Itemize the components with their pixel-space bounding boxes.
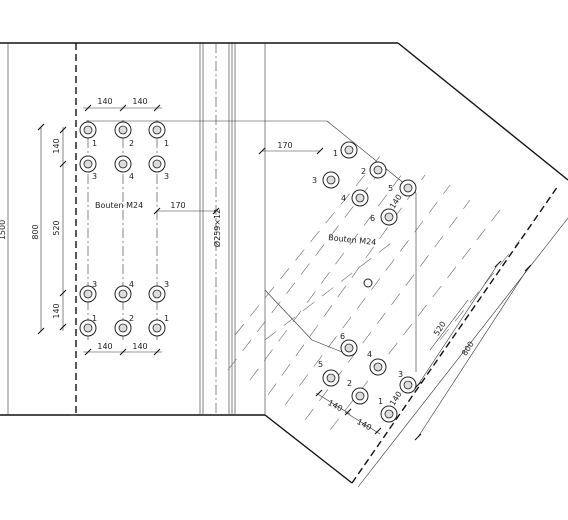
bolt <box>114 319 132 337</box>
bolt-number: 1 <box>333 149 338 158</box>
left-dim-140-bottom: 140 <box>52 303 61 318</box>
bolt-number: 5 <box>318 360 323 369</box>
bolt-number: 1 <box>92 314 97 323</box>
bottom-dim-1: 140 <box>97 342 112 351</box>
top-dim-1: 140 <box>97 97 112 106</box>
bolt-number: 3 <box>164 172 169 181</box>
right-dim-800: 800 <box>460 340 476 358</box>
gusset-plate <box>86 120 568 488</box>
bolt <box>340 339 358 357</box>
gusset-offset-value: 170 <box>277 141 292 150</box>
bolt-number: 5 <box>388 184 393 193</box>
bolt-number: 4 <box>367 350 372 359</box>
bottom-dim-2: 140 <box>132 342 147 351</box>
column-offset-dim: 170 <box>153 201 220 215</box>
bolt-number: 2 <box>129 314 134 323</box>
bolt <box>79 285 97 303</box>
right-lower-dim-1: 140 <box>326 398 344 413</box>
gusset-hatch <box>227 149 521 431</box>
bolt-number: 3 <box>92 280 97 289</box>
left-bolt-group: 1 2 1 3 4 3 3 4 3 1 2 1 <box>79 121 169 337</box>
bolt <box>399 179 417 197</box>
gusset-offset-dim: 170 <box>258 141 324 155</box>
bolt-number: 6 <box>340 332 345 341</box>
bolt <box>114 121 132 139</box>
bolt <box>79 319 97 337</box>
bolt-number: 3 <box>164 280 169 289</box>
right-bottom-bolt-group: 6 4 5 2 3 1 <box>318 332 417 423</box>
left-dim-140-top: 140 <box>52 138 61 153</box>
left-plate-centerlines <box>87 120 158 340</box>
bolt <box>351 189 369 207</box>
bolt-number: 1 <box>164 314 169 323</box>
column-tube <box>199 43 266 415</box>
bolt-number: 1 <box>378 397 383 406</box>
bolt <box>322 171 340 189</box>
bolt-number: 2 <box>361 167 366 176</box>
top-dim-2: 140 <box>132 97 147 106</box>
bolt <box>322 369 340 387</box>
left-bolt-label: Bouten M24 <box>95 201 143 210</box>
bolt <box>79 121 97 139</box>
bolt <box>79 155 97 173</box>
bolt <box>399 376 417 394</box>
bolt-number: 4 <box>129 280 134 289</box>
bolt <box>148 155 166 173</box>
left-dimensions: 140 140 140 140 140 520 140 800 1500 <box>0 97 162 356</box>
right-lower-dim-2: 140 <box>355 417 373 432</box>
bolt-number: 1 <box>92 139 97 148</box>
bolt <box>114 155 132 173</box>
left-dim-520: 520 <box>52 220 61 235</box>
right-top-bolt-group: 1 2 3 4 5 6 140 <box>312 141 417 226</box>
right-dim-520: 520 <box>432 320 448 338</box>
bolt-number: 3 <box>312 176 317 185</box>
bolt <box>148 285 166 303</box>
bolt <box>351 387 369 405</box>
bolt-number: 2 <box>129 139 134 148</box>
bolt <box>148 319 166 337</box>
left-dim-1500: 1500 <box>0 220 7 240</box>
bolt <box>369 161 387 179</box>
left-dim-800: 800 <box>31 224 40 239</box>
bolt <box>148 121 166 139</box>
bolt <box>340 141 358 159</box>
main-outline <box>0 42 568 484</box>
tube-label: Ø259×12 <box>212 209 222 247</box>
bolt-number: 4 <box>341 194 346 203</box>
bolt <box>114 285 132 303</box>
bolt-number: 3 <box>92 172 97 181</box>
right-bolt-label: Bouten M24 <box>328 233 377 247</box>
bolt-number: 2 <box>347 379 352 388</box>
bolt-number: 4 <box>129 172 134 181</box>
bolt <box>369 358 387 376</box>
right-lower-dim-3: 140 <box>388 390 404 408</box>
column-offset-value: 170 <box>170 201 185 210</box>
center-mark <box>363 278 373 288</box>
bolt-number: 3 <box>398 370 403 379</box>
bolt-number: 6 <box>370 214 375 223</box>
bolt <box>380 405 398 423</box>
bolt <box>380 208 398 226</box>
bolt-number: 1 <box>164 139 169 148</box>
